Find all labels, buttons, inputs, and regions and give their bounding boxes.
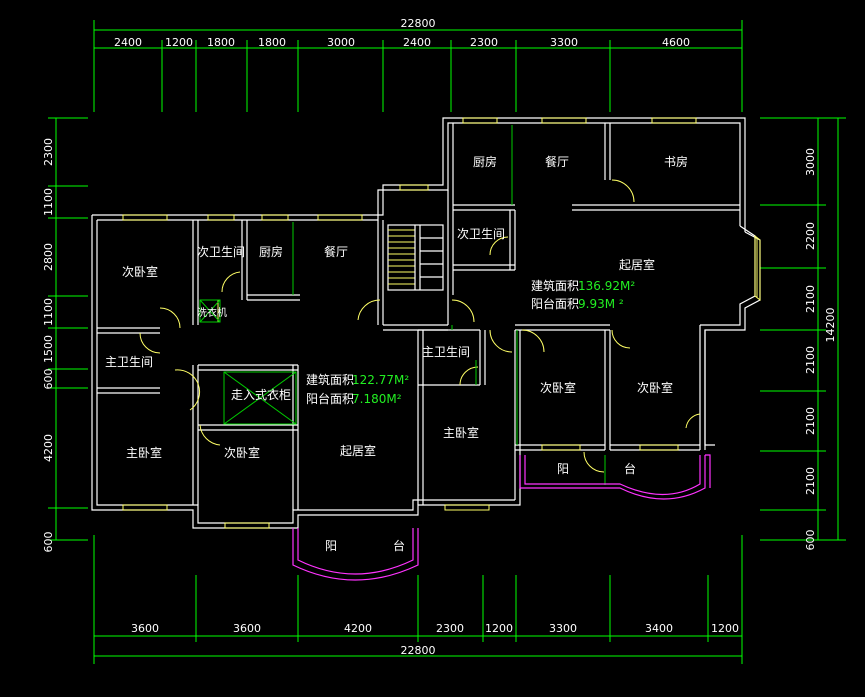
room-label-laundry: 洗衣机 — [197, 306, 227, 319]
left-dim-3: 2800 — [42, 243, 55, 271]
top-dim-7: 2300 — [470, 36, 498, 49]
room-label-left-master-bath: 主卫生间 — [105, 355, 153, 369]
walk-in-closet — [199, 299, 297, 425]
room-label-right-living: 起居室 — [619, 257, 655, 272]
room-label-right-kitchen: 厨房 — [473, 154, 497, 169]
room-label-left-master-bedroom: 主卧室 — [126, 445, 162, 460]
bottom-dimension-lines — [93, 535, 743, 664]
left-dimension-lines — [48, 117, 88, 541]
room-label-right-bedroom-b: 次卧室 — [637, 380, 673, 395]
room-label-left-dining: 餐厅 — [324, 244, 348, 259]
right-dimension-lines — [760, 117, 846, 541]
room-label-left-balcony-2: 台 — [393, 538, 405, 553]
left-dim-7: 4200 — [42, 434, 55, 462]
windows — [122, 117, 761, 529]
top-dim-8: 3300 — [550, 36, 578, 49]
top-dim-4: 1800 — [258, 36, 286, 49]
bottom-dim-1: 3600 — [131, 622, 159, 635]
room-label-right-balcony-1: 阳 — [557, 462, 569, 476]
room-label-study: 书房 — [664, 154, 688, 169]
bottom-dim-6: 3300 — [549, 622, 577, 635]
bottom-total-dim: 22800 — [401, 644, 436, 657]
left-dim-2: 1100 — [42, 188, 55, 216]
top-dim-5: 3000 — [327, 36, 355, 49]
top-total-dim: 22800 — [401, 17, 436, 30]
room-label-left-kitchen: 厨房 — [259, 244, 283, 259]
left-dim-8: 600 — [42, 532, 55, 553]
walls — [91, 117, 761, 529]
right-dim-2: 2200 — [804, 222, 817, 250]
top-dim-3: 1800 — [207, 36, 235, 49]
room-label-left-bedroom-3: 次卧室 — [224, 445, 260, 460]
bottom-dim-2: 3600 — [233, 622, 261, 635]
right-total-dim: 14200 — [824, 308, 837, 343]
top-dim-6: 2400 — [403, 36, 431, 49]
top-dim-1: 2400 — [114, 36, 142, 49]
room-label-right-bedroom-a: 次卧室 — [540, 380, 576, 395]
top-dim-9: 4600 — [662, 36, 690, 49]
right-dim-1: 3000 — [804, 148, 817, 176]
room-label-right-master-bath: 主卫生间 — [422, 345, 470, 359]
left-balcony-area-label: 阳台面积 — [306, 391, 354, 406]
doors — [139, 179, 701, 473]
top-dim-2: 1200 — [165, 36, 193, 49]
bottom-dim-3: 4200 — [344, 622, 372, 635]
right-build-area-value: 136.92M² — [578, 279, 635, 293]
room-label-right-master-bedroom: 主卧室 — [443, 425, 479, 440]
room-label-left-living: 起居室 — [340, 443, 376, 458]
room-label-right-secondary-bath: 次卫生间 — [457, 227, 505, 241]
right-dim-4: 2100 — [804, 346, 817, 374]
room-label-right-dining: 餐厅 — [545, 154, 569, 169]
right-dim-6: 2100 — [804, 467, 817, 495]
room-label-right-balcony-2: 台 — [624, 461, 636, 476]
right-balcony-area-value: 9.93M ² — [578, 297, 624, 311]
bottom-dim-7: 3400 — [645, 622, 673, 635]
top-dimension-lines — [93, 20, 743, 112]
left-dim-6: 600 — [42, 369, 55, 390]
bottom-dim-4: 2300 — [436, 622, 464, 635]
room-label-left-secondary-bath: 次卫生间 — [197, 245, 245, 259]
right-dim-3: 2100 — [804, 285, 817, 313]
right-build-area-label: 建筑面积 — [531, 278, 579, 293]
left-dim-4: 1100 — [42, 298, 55, 326]
room-label-walk-in-closet: 走入式衣柜 — [231, 387, 291, 402]
left-balcony-area-value: 7.180M² — [352, 392, 402, 406]
right-dim-5: 2100 — [804, 407, 817, 435]
bottom-dim-8: 1200 — [711, 622, 739, 635]
left-build-area-label: 建筑面积 — [306, 372, 354, 387]
left-dim-1: 2300 — [42, 138, 55, 166]
right-dim-7: 600 — [804, 530, 817, 551]
left-dim-5: 1500 — [42, 335, 55, 363]
balconies — [292, 454, 711, 581]
partition-lines — [292, 125, 606, 485]
stair — [387, 224, 444, 291]
right-balcony-area-label: 阳台面积 — [531, 296, 579, 311]
room-label-left-balcony-1: 阳 — [325, 539, 337, 553]
bottom-dim-5: 1200 — [485, 622, 513, 635]
room-label-left-secondary-bedroom: 次卧室 — [122, 264, 158, 279]
left-build-area-value: 122.77M² — [352, 373, 409, 387]
